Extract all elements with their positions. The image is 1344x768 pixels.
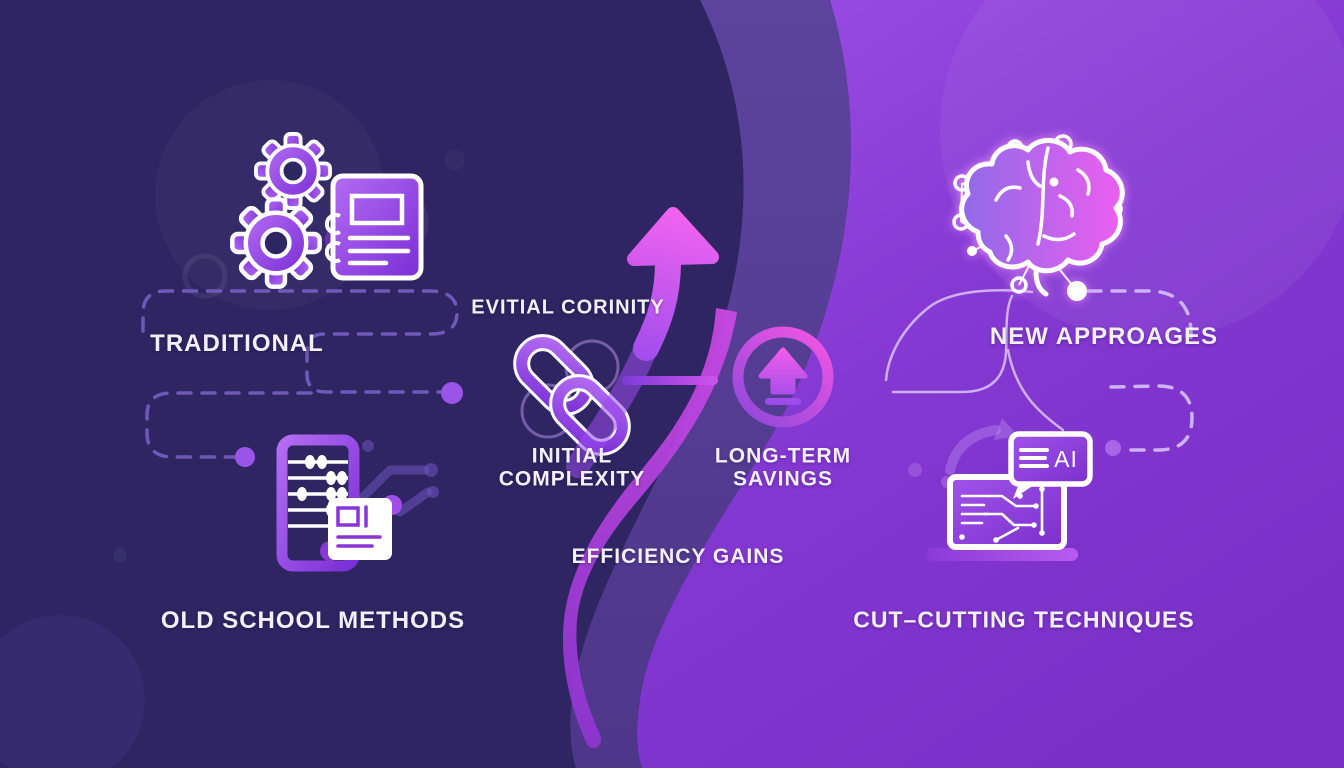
savings-ring xyxy=(732,326,834,428)
binding-ring xyxy=(324,241,341,263)
left-dashed-path xyxy=(141,289,459,459)
bg-glow-circle xyxy=(0,615,145,768)
path-end-dot xyxy=(441,382,463,404)
label-initial-complexity: INITIAL COMPLEXITY xyxy=(499,445,646,490)
dashed-snake-upper xyxy=(141,289,459,394)
laptop-base xyxy=(926,548,1078,561)
menu-lines-icon xyxy=(1019,448,1049,468)
document-icon xyxy=(324,173,424,281)
label-line: SAVINGS xyxy=(733,467,833,490)
ai-speech-bubble-icon: AI xyxy=(1008,431,1093,499)
dashed-curve-lower xyxy=(1109,384,1194,452)
network-dot xyxy=(967,246,977,256)
label-new-approaches: NEW APPROAGES xyxy=(989,323,1219,350)
scroll-icon xyxy=(320,495,402,561)
up-arrow-underline xyxy=(765,398,801,405)
laptop-screen xyxy=(947,474,1067,550)
curved-up-arrow-icon xyxy=(566,207,719,478)
dashed-snake-lower xyxy=(145,391,313,459)
brain-folds xyxy=(994,146,1091,262)
upload-circle-icon xyxy=(732,326,834,428)
bg-ring xyxy=(182,253,228,299)
magenta-ribbon xyxy=(562,308,737,749)
label-traditional: TRADITIONAL xyxy=(150,330,324,357)
label-old-school-methods: OLD SCHOOL METHODS xyxy=(160,607,466,634)
right-dashed-path xyxy=(1086,289,1194,452)
brain-dot xyxy=(1049,177,1059,187)
label-line: COMPLEXITY xyxy=(498,467,646,490)
squiggle-segment xyxy=(884,289,1034,382)
path-end-dot xyxy=(235,447,255,467)
arrow-tail xyxy=(566,336,658,478)
label-efficiency-gains: EFFICIENCY GAINS xyxy=(571,545,785,568)
squiggle-segment xyxy=(1006,348,1065,432)
document-image-box xyxy=(349,193,405,226)
connector-bar xyxy=(622,376,718,385)
bubble-body xyxy=(1008,431,1093,487)
up-arrow-glyph xyxy=(758,347,808,395)
network-dot xyxy=(1067,281,1087,301)
chain-link-icon xyxy=(513,334,631,456)
squiggle-segment xyxy=(891,294,1014,394)
label-top-center: EVITIAL CORINITY xyxy=(471,296,665,319)
laptop-circuit-icon xyxy=(926,474,1078,561)
circuit-dots xyxy=(959,486,1045,543)
right-squiggle-line xyxy=(884,289,1065,432)
scroll-content xyxy=(336,505,382,548)
label-line: LONG-TERM xyxy=(714,444,852,468)
bg-dot xyxy=(445,150,465,170)
label-line: INITIAL xyxy=(531,444,613,468)
binding-ring xyxy=(324,213,341,235)
screen-circuit xyxy=(960,487,1044,542)
label-long-term-savings: LONG-TERM SAVINGS xyxy=(715,445,851,490)
path-end-dot xyxy=(1105,440,1121,456)
ai-badge-text: AI xyxy=(1054,446,1078,472)
dashed-curve-upper xyxy=(1086,289,1193,340)
circuit-ghost xyxy=(355,440,439,517)
arrow-shaft xyxy=(633,249,681,361)
document-text-lines xyxy=(347,235,411,266)
brain-network-icon xyxy=(952,134,1125,301)
arrow-head xyxy=(627,207,719,266)
brain-stem xyxy=(1033,269,1049,297)
label-cutting-techniques: CUT–CUTTING TECHNIQUES xyxy=(853,606,1195,633)
bg-dot xyxy=(113,548,127,562)
